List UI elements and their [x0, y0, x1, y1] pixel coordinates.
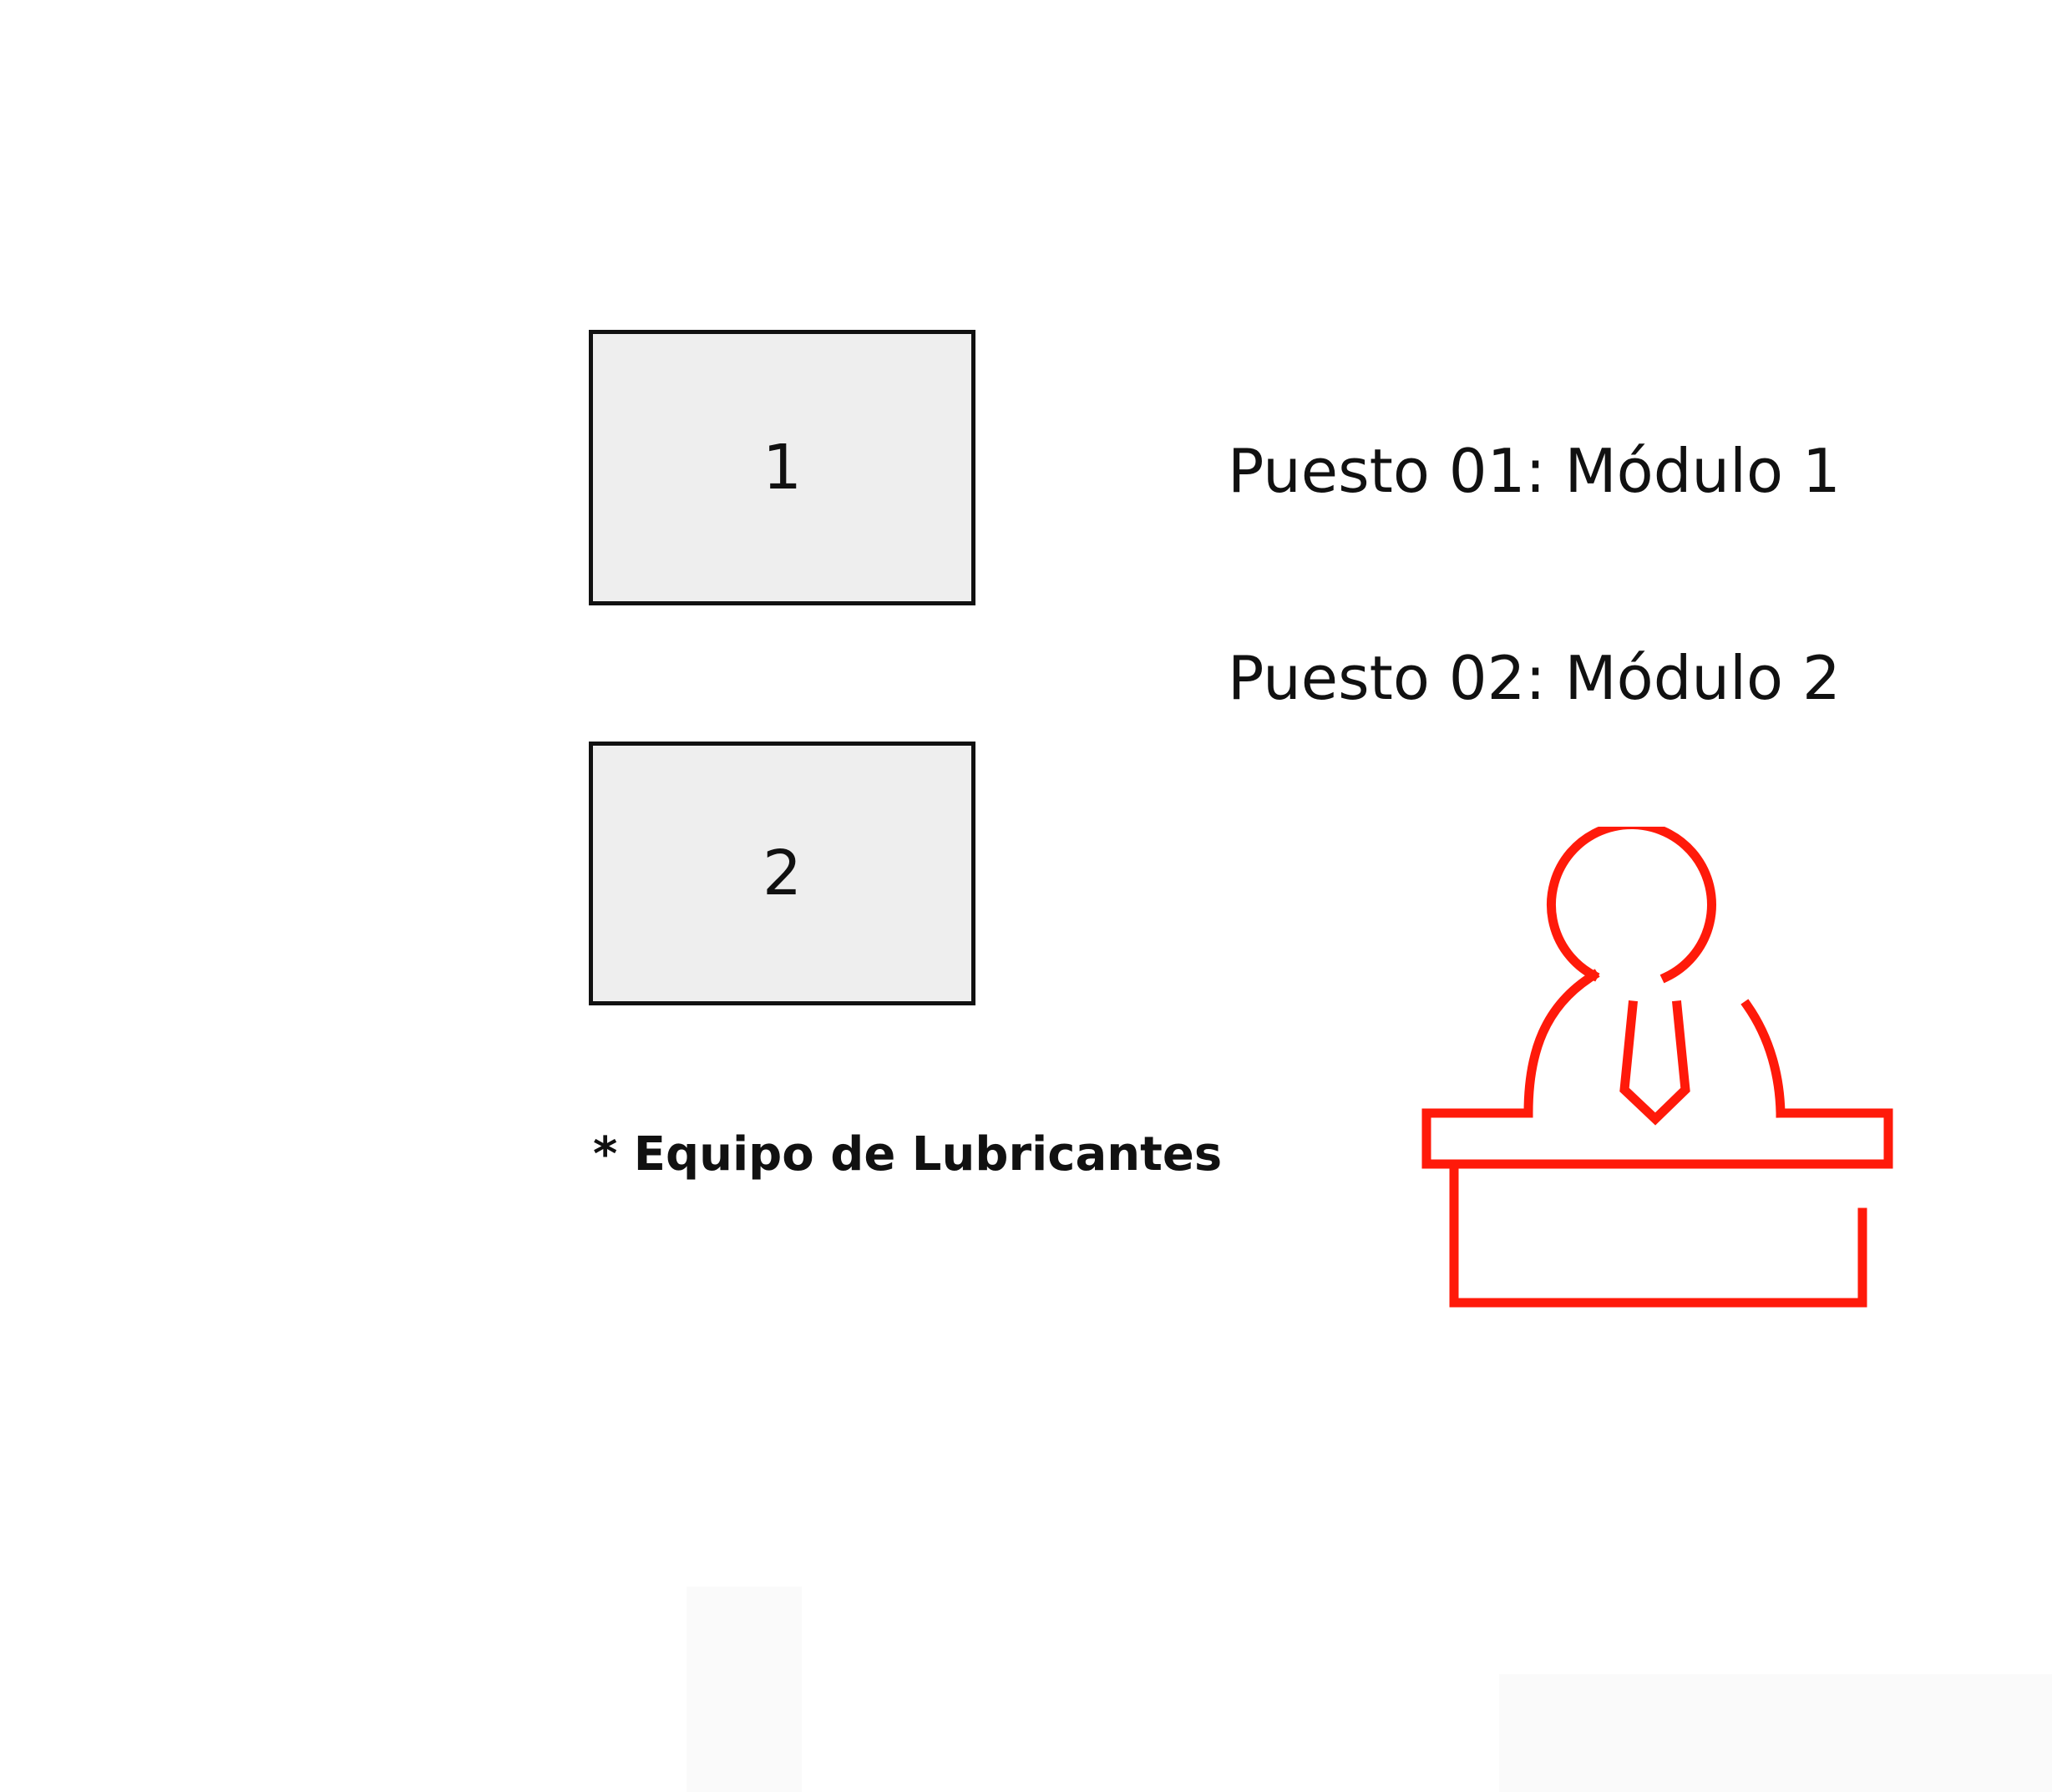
- module-box-2-label: 2: [762, 838, 803, 909]
- agent-head: [1546, 827, 1716, 984]
- module-box-1-label: 1: [762, 432, 803, 504]
- service-agent-desk-icon: [1421, 827, 1893, 1308]
- module-box-2: 2: [589, 742, 975, 1005]
- background-shade-right: [1499, 1674, 2052, 1792]
- agent-right-shoulder: [1740, 999, 1786, 1118]
- equipment-note: * Equipo de Lubricantes: [593, 1127, 1223, 1182]
- desk-front: [1449, 1159, 1867, 1308]
- module-box-1: 1: [589, 330, 975, 605]
- background-shade-left: [687, 1587, 802, 1792]
- agent-left-shoulder: [1523, 969, 1600, 1118]
- legend-puesto-02: Puesto 02: Módulo 2: [1228, 643, 1841, 713]
- desk-top: [1421, 1108, 1893, 1169]
- agent-tie: [1619, 1000, 1690, 1126]
- legend-puesto-01: Puesto 01: Módulo 1: [1228, 436, 1841, 506]
